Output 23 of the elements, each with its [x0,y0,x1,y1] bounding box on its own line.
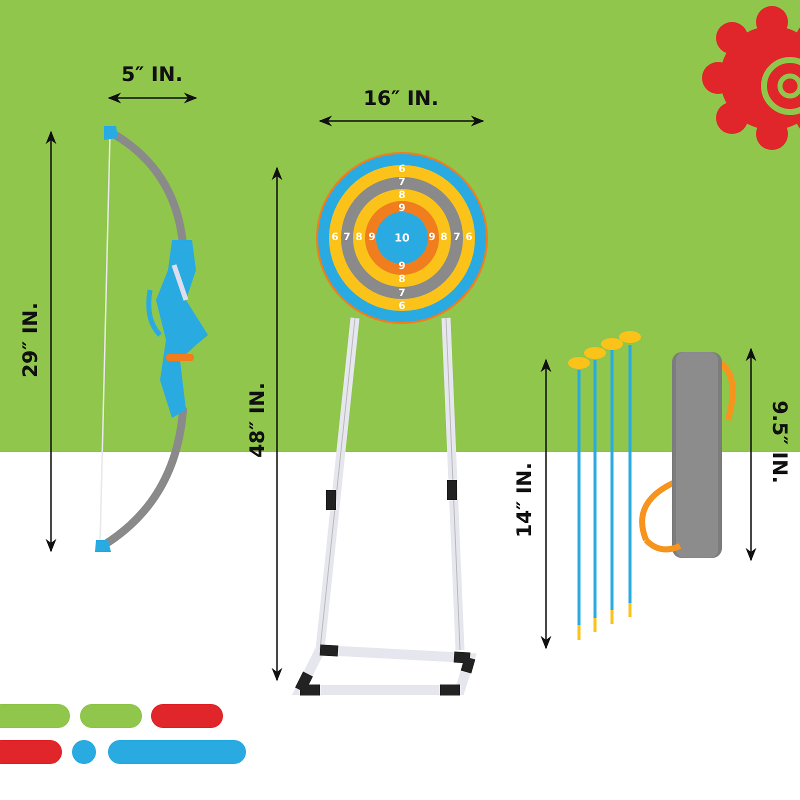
score-number: 9 [428,233,436,243]
dimension-label: 9.5″ IN. [770,400,790,484]
score-number: 7 [398,178,406,188]
score-number: 7 [344,233,350,243]
score-number: 6 [398,302,406,312]
score-number: 9 [398,262,406,272]
score-number: 6 [398,165,406,175]
score-number: 6 [332,233,338,243]
score-number: 8 [356,233,362,243]
score-number: 10 [394,232,410,244]
score-number: 7 [454,233,460,243]
score-number: 7 [398,289,406,299]
dimension-label: 5″ IN. [121,64,183,84]
dimension-label: 16″ IN. [363,88,439,108]
score-number: 6 [466,233,472,243]
score-number: 8 [440,233,448,243]
score-number: 8 [398,191,406,201]
score-number: 9 [398,204,406,214]
dimension-label: 14″ IN. [514,462,534,538]
score-number: 8 [398,275,406,285]
score-number: 9 [368,233,376,243]
dimension-label: 48″ IN. [247,382,267,458]
dimension-label: 29″ IN. [20,302,40,378]
